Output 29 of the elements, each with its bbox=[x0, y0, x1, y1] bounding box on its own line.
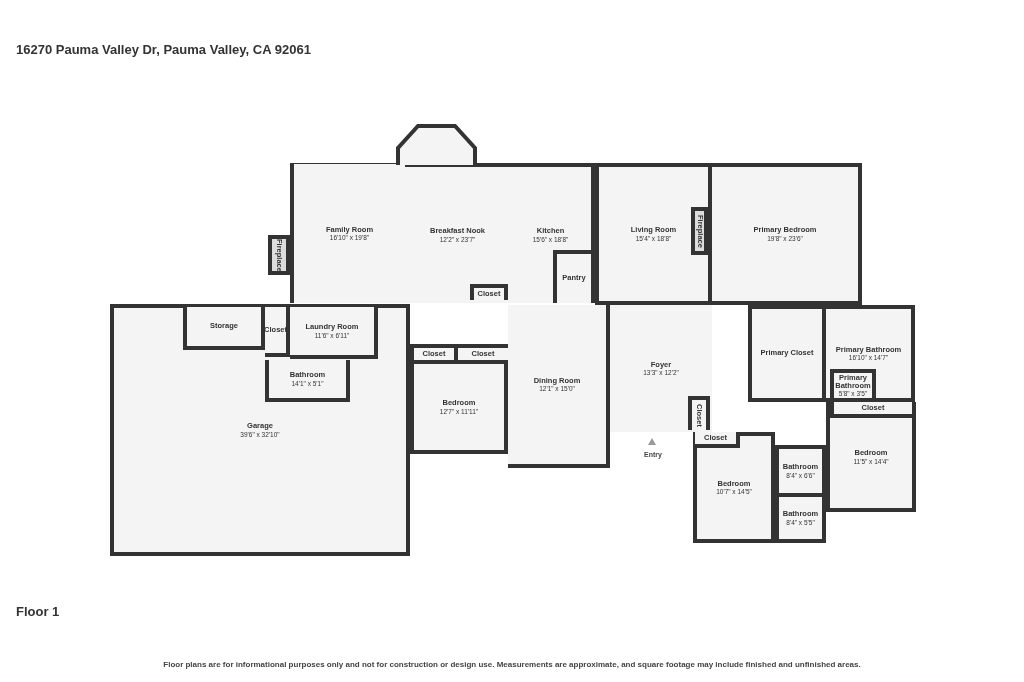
room-area bbox=[290, 307, 378, 359]
room-area bbox=[183, 307, 265, 350]
room-area bbox=[688, 396, 710, 430]
room-area bbox=[265, 307, 290, 357]
room-area bbox=[553, 250, 591, 303]
floor-label: Floor 1 bbox=[16, 604, 60, 619]
room-area bbox=[695, 432, 740, 448]
room-area bbox=[470, 284, 508, 300]
fireplace-box bbox=[691, 207, 708, 255]
room-area bbox=[693, 432, 775, 543]
room-area bbox=[458, 344, 508, 360]
room-area bbox=[826, 402, 916, 512]
room-area bbox=[410, 360, 508, 454]
room-area bbox=[110, 304, 410, 556]
room-area bbox=[508, 305, 610, 468]
room-area bbox=[290, 163, 405, 303]
disclaimer-note: Floor plans are for informational purposes only and not for construction or design use. Measurements are approximate, and square footage may include finished and unfinished areas. bbox=[162, 660, 862, 669]
room-area bbox=[826, 305, 915, 402]
room-area bbox=[610, 305, 712, 432]
room-area bbox=[830, 402, 912, 418]
room-area bbox=[775, 493, 826, 543]
room-area bbox=[748, 305, 826, 402]
room-area bbox=[265, 360, 350, 402]
room-area bbox=[712, 163, 862, 305]
room-area bbox=[830, 369, 876, 398]
room-area bbox=[595, 163, 712, 305]
room-area bbox=[410, 344, 458, 360]
address-title: 16270 Pauma Valley Dr, Pauma Valley, CA 92061 bbox=[16, 42, 311, 57]
fireplace-box bbox=[268, 235, 290, 275]
